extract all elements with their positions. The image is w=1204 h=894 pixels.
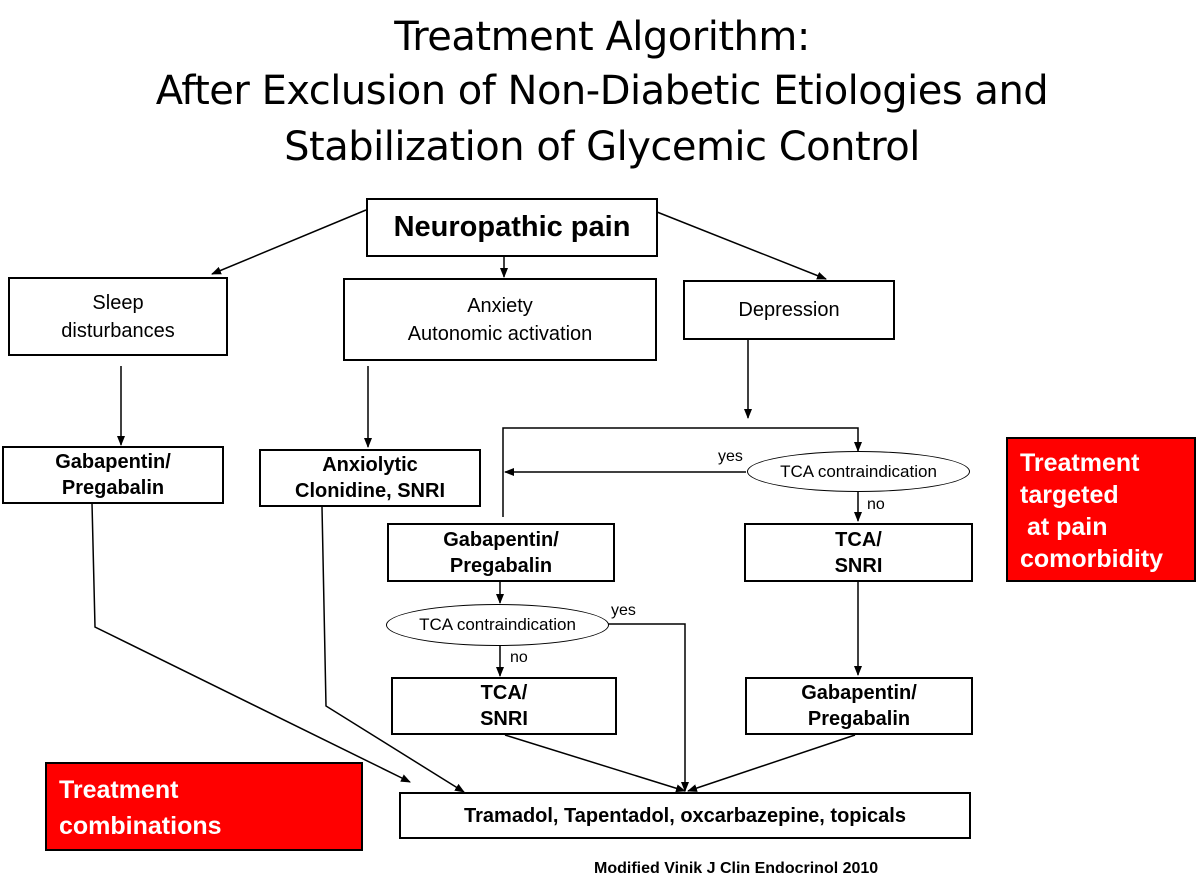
callout-treatment-targeted: Treatment targeted at pain comorbidity bbox=[1006, 437, 1196, 582]
edge-label-lower-no: no bbox=[510, 649, 528, 666]
node-label-2: Pregabalin bbox=[807, 708, 911, 730]
node-label-1: Anxiety bbox=[467, 294, 533, 317]
node-label-2: Pregabalin bbox=[449, 554, 553, 577]
decision-label: TCA contraindication bbox=[780, 461, 937, 481]
edge-label-upper-no: no bbox=[867, 496, 885, 513]
node-label-1: Gabapentin/ bbox=[443, 528, 559, 551]
edge-lower-yes bbox=[608, 623, 689, 792]
node-gabapentin-right: Gabapentin/ Pregabalin bbox=[745, 677, 973, 735]
edge-label-upper-yes: yes bbox=[718, 448, 743, 465]
edge-tca-final bbox=[504, 734, 686, 793]
decision-label: TCA contraindication bbox=[419, 615, 576, 634]
node-label-1: Anxiolytic bbox=[322, 454, 418, 476]
node-neuropathic-pain: Neuropathic pain bbox=[366, 198, 658, 257]
node-label: Sleep disturbances bbox=[61, 291, 175, 342]
title-line-1: Treatment Algorithm: bbox=[394, 14, 810, 60]
node-tca-snri-right: TCA/ SNRI bbox=[744, 523, 973, 582]
edge-gaba-right-final bbox=[687, 734, 856, 792]
edge-root-sleep bbox=[211, 209, 367, 275]
title-line-2: After Exclusion of Non-Diabetic Etiologi… bbox=[155, 68, 1049, 114]
node-gabapentin-mid: Gabapentin/ Pregabalin bbox=[387, 523, 615, 582]
node-label: Neuropathic pain bbox=[393, 211, 631, 243]
node-sleep-disturbances: Sleep disturbances bbox=[8, 277, 228, 356]
edge-root-depression bbox=[656, 211, 827, 280]
edge-label-lower-yes: yes bbox=[611, 602, 636, 619]
title-line-3: Stabilization of Glycemic Control bbox=[284, 124, 920, 170]
edge-gaba-left-final bbox=[91, 502, 411, 783]
node-label-2: Clonidine, SNRI bbox=[295, 480, 445, 502]
node-label: Depression bbox=[738, 299, 840, 321]
node-tca-snri-mid: TCA/ SNRI bbox=[391, 677, 617, 735]
edge-split-bar bbox=[502, 427, 862, 517]
node-label-1: Gabapentin/ bbox=[801, 682, 917, 704]
edge-anxiolytic-final bbox=[321, 506, 465, 793]
node-label-2: Autonomic activation bbox=[407, 322, 593, 345]
node-label-1: TCA/ bbox=[480, 682, 528, 704]
node-label-2: SNRI bbox=[480, 708, 528, 730]
node-label: Tramadol, Tapentadol, oxcarbazepine, top… bbox=[464, 804, 906, 827]
node-label-1: Gabapentin/ bbox=[55, 451, 171, 473]
callout-treatment-combinations: Treatment combinations bbox=[45, 762, 363, 851]
node-label-2: Pregabalin bbox=[61, 477, 165, 499]
node-gabapentin-left: Gabapentin/ Pregabalin bbox=[2, 446, 224, 504]
node-anxiety: Anxiety Autonomic activation bbox=[343, 278, 657, 361]
citation: Modified Vinik J Clin Endocrinol 2010 bbox=[594, 860, 879, 877]
decision-tca-contraindication-lower: TCA contraindication bbox=[386, 604, 609, 646]
node-label-1: TCA/ bbox=[835, 528, 882, 551]
decision-tca-contraindication-upper: TCA contraindication bbox=[747, 451, 970, 492]
node-final-treatments: Tramadol, Tapentadol, oxcarbazepine, top… bbox=[399, 792, 971, 839]
node-depression: Depression bbox=[683, 280, 895, 340]
node-label-2: SNRI bbox=[834, 554, 883, 577]
node-anxiolytic: Anxiolytic Clonidine, SNRI bbox=[259, 449, 481, 507]
